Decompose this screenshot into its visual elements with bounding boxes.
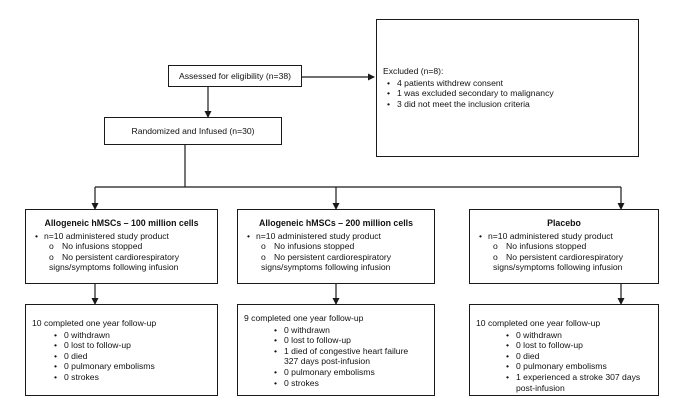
followup-100-item: • 0 pulmonary embolisms	[54, 361, 155, 372]
followup-200-heading: 9 completed one year follow-up	[244, 313, 364, 323]
bullet-dot: •	[54, 340, 58, 351]
bullet-dot: •	[54, 350, 58, 361]
bullet-dot: •	[479, 230, 483, 241]
placebo-sub2-cont: signs/symptoms following infusion	[493, 262, 623, 273]
arm-100-box: Allogeneic hMSCs – 100 million cells • n…	[25, 209, 218, 284]
excluded-item: • 4 patients withdrew consent	[387, 77, 504, 88]
placebo-box: Placebo • n=10 administered study produc…	[469, 209, 659, 284]
bullet-dot: •	[506, 361, 510, 372]
bullet-dot: •	[506, 350, 510, 361]
bullet-dot: •	[506, 340, 510, 351]
arm-200-box: Allogeneic hMSCs – 200 million cells • n…	[237, 209, 435, 284]
followup-placebo-item: • 0 died	[506, 350, 540, 361]
arm-100-sub2: o No persistent cardiorespiratory	[49, 251, 180, 262]
bullet-dot: •	[274, 335, 278, 346]
bullet-circle: o	[49, 251, 54, 262]
excluded-heading: Excluded (n=8):	[383, 66, 444, 76]
bullet-circle: o	[493, 241, 498, 252]
followup-200-box: 9 completed one year follow-up • 0 withd…	[237, 304, 435, 396]
arm-100-title: Allogeneic hMSCs – 100 million cells	[44, 218, 199, 228]
arm-200-sub2-cont: signs/symptoms following infusion	[261, 262, 391, 273]
bullet-dot: •	[506, 329, 510, 340]
followup-placebo-heading: 10 completed one year follow-up	[476, 318, 601, 328]
excluded-item: • 1 was excluded secondary to malignancy	[387, 88, 554, 99]
followup-100-heading: 10 completed one year follow-up	[32, 318, 157, 328]
arm-200-administered: • n=10 administered study product	[247, 230, 381, 241]
randomized-box: Randomized and Infused (n=30)	[104, 117, 282, 145]
followup-100-item: • 0 strokes	[54, 371, 99, 382]
bullet-dot: •	[387, 77, 391, 88]
bullet-dot: •	[387, 98, 391, 109]
excluded-box: Excluded (n=8): • 4 patients withdrew co…	[376, 19, 639, 157]
followup-100-box: 10 completed one year follow-up • 0 with…	[25, 304, 218, 396]
bullet-dot: •	[54, 371, 58, 382]
followup-placebo-box: 10 completed one year follow-up • 0 with…	[469, 304, 659, 396]
bullet-dot: •	[247, 230, 251, 241]
followup-200-item-cont: 327 days post-infusion	[284, 356, 370, 367]
followup-placebo-item: • 0 lost to follow-up	[506, 340, 583, 351]
followup-placebo-item: • 1 experienced a stroke 307 days	[506, 371, 641, 382]
placebo-title: Placebo	[547, 218, 581, 228]
followup-200-item: • 1 died of congestive heart failure	[274, 345, 409, 356]
assessed-box: Assessed for eligibility (n=38)	[168, 65, 302, 87]
followup-200-item: • 0 strokes	[274, 377, 319, 388]
bullet-circle: o	[49, 241, 54, 252]
followup-placebo-item-cont: post-infusion	[516, 382, 565, 393]
followup-100-item: • 0 lost to follow-up	[54, 340, 131, 351]
bullet-dot: •	[274, 345, 278, 356]
bullet-dot: •	[54, 329, 58, 340]
followup-200-item: • 0 pulmonary embolisms	[274, 366, 375, 377]
bullet-dot: •	[54, 361, 58, 372]
followup-100-item: • 0 withdrawn	[54, 329, 110, 340]
arm-200-sub1: o No infusions stopped	[261, 241, 355, 252]
bullet-dot: •	[274, 377, 278, 388]
excluded-item: • 3 did not meet the inclusion criteria	[387, 98, 530, 109]
bullet-dot: •	[35, 230, 39, 241]
bullet-dot: •	[274, 366, 278, 377]
bullet-dot: •	[274, 324, 278, 335]
arm-200-title: Allogeneic hMSCs – 200 million cells	[259, 218, 413, 228]
arm-100-sub2-cont: signs/symptoms following infusion	[49, 262, 179, 273]
arm-100-sub1: o No infusions stopped	[49, 241, 143, 252]
followup-200-item: • 0 withdrawn	[274, 324, 330, 335]
bullet-circle: o	[261, 251, 266, 262]
placebo-sub1: o No infusions stopped	[493, 241, 587, 252]
placebo-sub2: o No persistent cardiorespiratory	[493, 251, 624, 262]
assessed-label: Assessed for eligibility (n=38)	[178, 70, 291, 81]
bullet-circle: o	[261, 241, 266, 252]
bullet-dot: •	[506, 371, 510, 382]
placebo-administered: • n=10 administered study product	[479, 230, 613, 241]
followup-100-item: • 0 died	[54, 350, 88, 361]
randomized-label: Randomized and Infused (n=30)	[131, 125, 255, 136]
arm-100-administered: • n=10 administered study product	[35, 230, 169, 241]
arm-200-sub2: o No persistent cardiorespiratory	[261, 251, 392, 262]
followup-placebo-item: • 0 withdrawn	[506, 329, 562, 340]
followup-placebo-item: • 0 pulmonary embolisms	[506, 361, 607, 372]
bullet-dot: •	[387, 88, 391, 99]
followup-200-item: • 0 lost to follow-up	[274, 335, 351, 346]
bullet-circle: o	[493, 251, 498, 262]
